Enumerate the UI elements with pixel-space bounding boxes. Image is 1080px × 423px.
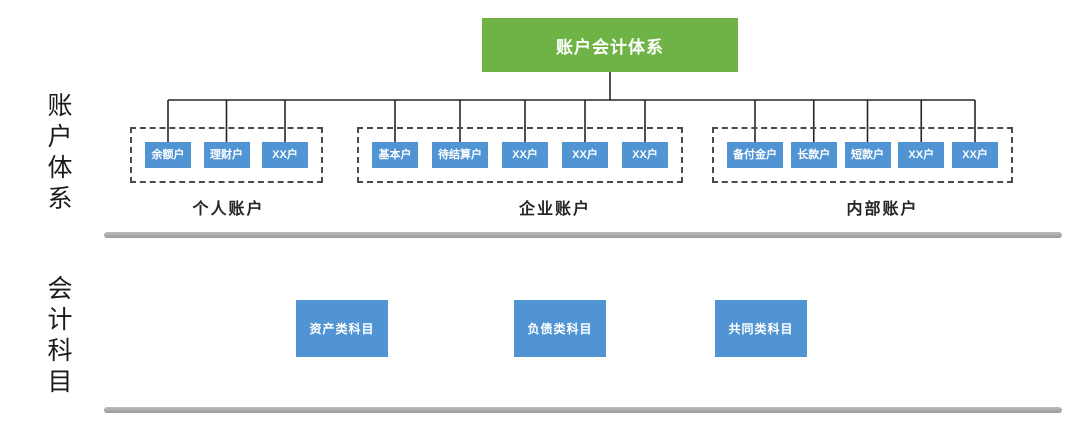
group-label-personal-accounts: 个人账户: [192, 201, 265, 218]
account-node: 待结算户: [432, 142, 488, 168]
subject-box-assets: 资产类科目: [296, 300, 388, 357]
group-label-internal-accounts: 内部账户: [846, 201, 919, 218]
account-node: 余额户: [145, 142, 191, 168]
account-node: XX户: [898, 142, 945, 168]
account-node: 短款户: [844, 142, 891, 168]
account-node: 基本户: [372, 142, 418, 168]
section-label-account-system: 账户体系: [44, 92, 72, 216]
section-divider-bottom: [104, 407, 1062, 413]
account-node: 长款户: [790, 142, 837, 168]
account-node: XX户: [562, 142, 608, 168]
subject-box-liabilities: 负债类科目: [514, 300, 606, 357]
account-node: XX户: [622, 142, 668, 168]
group-frame-personal-accounts: 余额户理财户 XX户: [130, 127, 323, 183]
group-frame-internal-accounts: 备付金户长款户短款户 XX户 XX户: [712, 127, 1013, 183]
subject-box-common: 共同类科目: [715, 300, 807, 357]
account-node: XX户: [502, 142, 548, 168]
root-node: 账户会计体系: [482, 18, 738, 72]
section-divider-top: [104, 232, 1062, 238]
account-node: 备付金户: [727, 142, 783, 168]
account-node: XX户: [262, 142, 308, 168]
section-label-accounting-subjects: 会计科目: [44, 275, 72, 399]
account-node: XX户: [952, 142, 998, 168]
account-node: 理财户: [203, 142, 250, 168]
group-label-enterprise-accounts: 企业账户: [518, 201, 591, 218]
group-frame-enterprise-accounts: 基本户待结算户 XX户 XX户 XX户: [357, 127, 683, 183]
